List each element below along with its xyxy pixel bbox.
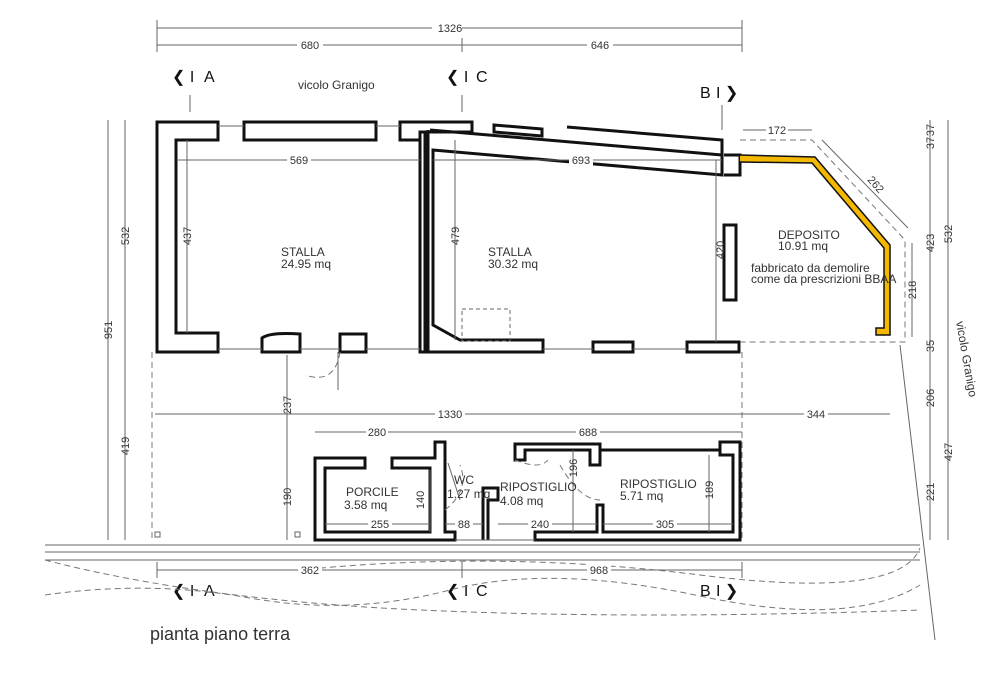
room-rip1-name: RIPOSTIGLIO [500, 480, 577, 494]
dim-right-upper: 532 [943, 225, 955, 243]
dim-rip2-height: 189 [704, 481, 716, 499]
demolition-wall [739, 154, 891, 336]
dim-yard-width: 1330 [438, 409, 462, 421]
dim-rip1-height: 196 [568, 459, 580, 477]
dim-right-d: 35 [925, 340, 937, 352]
svg-text:❮ I: ❮ I [172, 583, 194, 600]
dim-right-a: 37 [925, 124, 937, 136]
room-labels: STALLA 24.95 mq STALLA 30.32 mq DEPOSITO… [281, 228, 896, 512]
room-rip2-area: 5.71 mq [620, 489, 663, 503]
dim-left-total: 951 [103, 321, 115, 339]
stalla-walls [155, 120, 742, 390]
dim-porcile-height: 140 [415, 491, 427, 509]
room-wc-name: WC [454, 473, 474, 487]
room-stalla2-area: 30.32 mq [488, 257, 538, 271]
dim-stalla1-height: 437 [182, 227, 194, 245]
room-porcile-name: PORCILE [346, 485, 399, 499]
dim-right-lower: 427 [943, 443, 955, 461]
section-c-top: C [476, 69, 488, 86]
room-rip2-name: RIPOSTIGLIO [620, 477, 697, 491]
right-dimensions: 37 37 423 35 206 221 532 427 vicolo Gran… [925, 120, 980, 540]
dim-total-top: 1326 [438, 23, 462, 35]
dim-bottom-left: 362 [301, 565, 319, 577]
drawing-title: pianta piano terra [150, 624, 291, 644]
room-deposito-name: DEPOSITO [778, 228, 840, 242]
section-a-top: A [204, 69, 215, 86]
dim-left-upper: 532 [120, 227, 132, 245]
dim-bottom-right: 968 [590, 565, 608, 577]
svg-text:I ❯: I ❯ [716, 85, 738, 102]
left-dimensions: 951 532 419 [103, 120, 132, 540]
dim-deposito-diag: 262 [865, 174, 886, 196]
dim-top-right: 646 [591, 40, 609, 52]
dim-stalla1-width: 569 [290, 155, 308, 167]
deposito-note-1: fabbricato da demolire [751, 261, 870, 275]
road-lines: 362 968 [44, 531, 921, 616]
dim-rip2-width: 305 [656, 519, 674, 531]
section-a-bottom: A [204, 583, 215, 600]
dim-yard-height: 237 [282, 396, 294, 414]
dim-porcile-width: 255 [371, 519, 389, 531]
dim-lower-left: 280 [368, 427, 386, 439]
section-c-bottom: C [476, 583, 488, 600]
street-label-top: vicolo Granigo [298, 78, 375, 92]
dim-deposito-top: 172 [768, 125, 786, 137]
dim-right-c: 423 [925, 234, 937, 252]
top-dimensions: 1326 680 646 [156, 20, 743, 52]
dim-left-lower: 419 [120, 437, 132, 455]
svg-text:❮ I: ❮ I [446, 69, 468, 86]
dim-stalla2-width: 693 [572, 155, 590, 167]
dim-lower-right: 688 [579, 427, 597, 439]
dim-stalla2-height: 479 [450, 227, 462, 245]
dim-deposito-side: 218 [907, 281, 919, 299]
dim-right-b: 37 [925, 137, 937, 149]
dim-top-left: 680 [301, 40, 319, 52]
dim-stalla2-height2: 420 [715, 241, 727, 259]
dim-right-f: 221 [925, 483, 937, 501]
dim-rip1-width: 240 [531, 519, 549, 531]
dim-wc-width: 88 [458, 519, 470, 531]
internal-dimensions: 569 693 437 479 420 172 262 218 237 190 … [155, 124, 919, 540]
room-deposito-area: 10.91 mq [778, 239, 828, 253]
room-stalla1-name: STALLA [281, 245, 325, 259]
lower-dimension-labels: 140 255 88 240 196 305 189 [368, 459, 716, 531]
room-wc-area: 1.27 mq [447, 487, 490, 501]
section-markers: ❮ I A ❮ I C B I ❯ ❮ I A ❮ I C B I ❯ [172, 69, 738, 600]
dim-yard-right: 344 [807, 409, 825, 421]
dim-right-e: 206 [925, 389, 937, 407]
room-stalla2-name: STALLA [488, 245, 532, 259]
svg-text:❮ I: ❮ I [446, 583, 468, 600]
room-stalla1-area: 24.95 mq [281, 257, 331, 271]
street-label-right: vicolo Granigo [953, 320, 980, 398]
svg-text:I ❯: I ❯ [716, 583, 738, 600]
section-b-bottom: B [700, 583, 711, 600]
section-b-top: B [700, 85, 711, 102]
dim-lower-height: 190 [282, 488, 294, 506]
room-rip1-area: 4.08 mq [500, 494, 543, 508]
svg-text:❮ I: ❮ I [172, 69, 194, 86]
room-porcile-area: 3.58 mq [344, 498, 387, 512]
deposito-note-2: come da prescrizioni BBAA [751, 272, 896, 286]
